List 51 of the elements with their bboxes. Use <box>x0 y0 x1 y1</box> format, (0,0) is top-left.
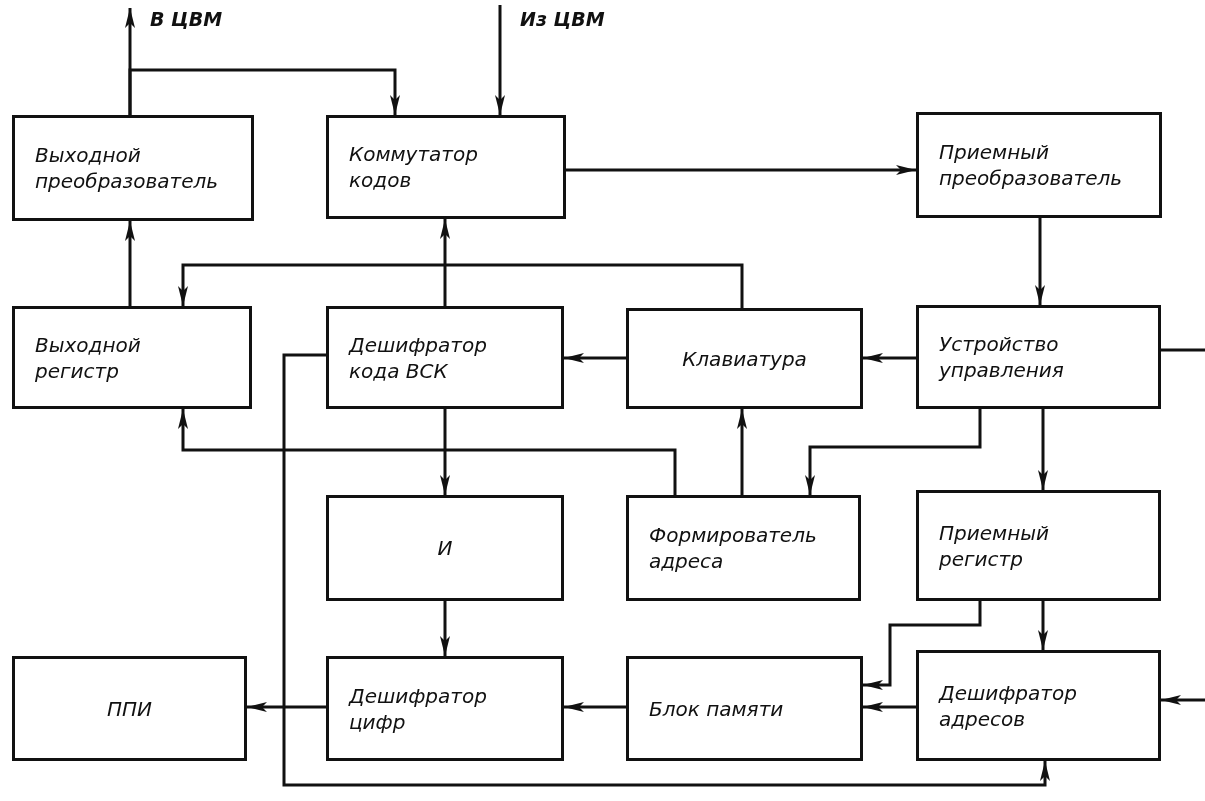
block-box <box>916 112 1162 218</box>
block-box <box>916 490 1161 601</box>
arrow <box>178 263 744 308</box>
block-label: Устройство управления <box>939 331 1065 383</box>
block-label: Приемный преобразователь <box>939 139 1124 191</box>
arrow <box>863 601 982 690</box>
arrow <box>564 353 626 363</box>
arrow <box>125 221 135 306</box>
arrow <box>440 219 450 306</box>
arrow <box>1038 601 1048 650</box>
arrow <box>282 353 1050 787</box>
block-label: Выходной преобразователь <box>35 142 220 194</box>
arrow <box>566 165 916 175</box>
block-label: ППИ <box>106 695 152 722</box>
block-label: Коммутатор кодов <box>349 141 479 193</box>
arrow <box>440 601 450 656</box>
arrow <box>247 702 326 712</box>
arrow <box>1035 218 1045 305</box>
block-label: Блок памяти <box>649 695 784 722</box>
block-label: Клавиатура <box>682 345 807 372</box>
block-box <box>626 495 861 601</box>
block-box <box>626 656 863 761</box>
block-label: Выходной регистр <box>35 331 142 384</box>
arrow <box>178 409 677 495</box>
arrow <box>737 409 747 495</box>
block-label: Дешифратор кода ВСК <box>349 331 488 384</box>
block-label: И <box>437 535 453 561</box>
block-label: Дешифратор адресов <box>939 679 1078 732</box>
arrow <box>1161 695 1205 705</box>
connector-line <box>1161 348 1205 352</box>
arrow <box>863 702 916 712</box>
block-box <box>626 308 863 409</box>
arrow <box>863 353 916 363</box>
arrow <box>495 5 505 115</box>
arrow <box>128 68 400 115</box>
block-box <box>12 656 247 761</box>
block-box <box>326 306 564 409</box>
block-label: Приемный регистр <box>939 519 1050 572</box>
arrow <box>564 702 626 712</box>
block-box <box>326 495 564 601</box>
arrow <box>440 409 450 495</box>
arrow <box>1038 409 1048 490</box>
block-box <box>12 306 252 409</box>
block-box <box>326 115 566 219</box>
block-box <box>916 305 1161 409</box>
arrow <box>805 409 982 495</box>
block-box <box>916 650 1161 761</box>
block-label: Формирователь адреса <box>649 522 818 574</box>
block-box <box>12 115 254 221</box>
block-box <box>326 656 564 761</box>
block-label: Дешифратор цифр <box>349 682 488 735</box>
